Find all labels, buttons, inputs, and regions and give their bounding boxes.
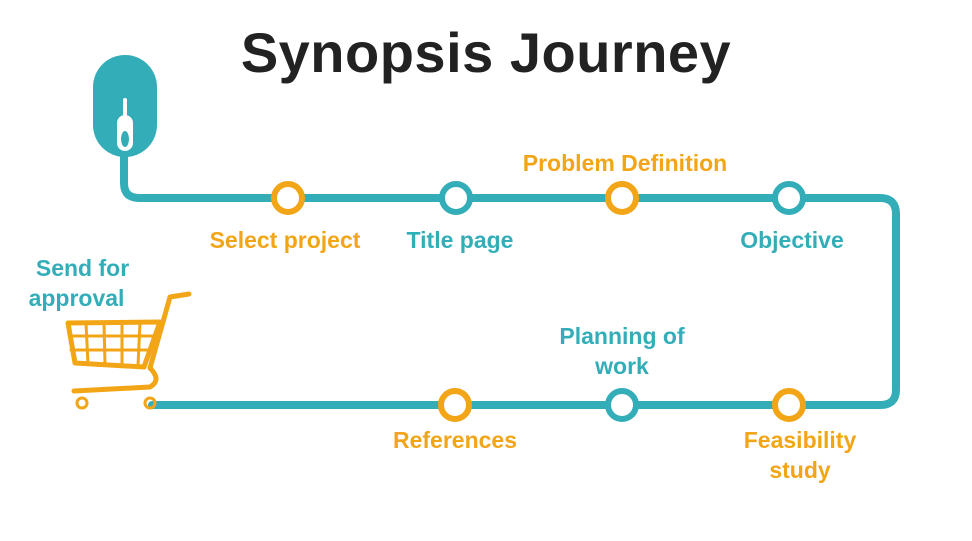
step-label-select-project: Select project xyxy=(209,227,361,253)
step-label-feasibility-line2: study xyxy=(769,457,831,483)
step-label-planning-of-work: Planning of work xyxy=(532,321,712,381)
step-node-planning-of-work xyxy=(605,388,639,422)
step-node-select-project xyxy=(271,181,305,215)
step-label-planning-line2: work xyxy=(595,353,649,379)
step-label-planning-line1: Planning of xyxy=(559,323,685,349)
step-label-references: References xyxy=(392,427,518,453)
computer-mouse-icon xyxy=(93,55,157,157)
step-node-objective xyxy=(772,181,806,215)
step-node-references xyxy=(438,388,472,422)
journey-path-line xyxy=(120,146,900,409)
step-label-problem-definition: Problem Definition xyxy=(522,150,728,176)
step-label-objective: Objective xyxy=(740,227,844,253)
step-node-problem-definition xyxy=(605,181,639,215)
end-label-send-for-approval: Send for approval xyxy=(10,253,155,313)
step-node-title-page xyxy=(439,181,473,215)
step-label-feasibility-line1: Feasibility xyxy=(743,427,857,453)
step-label-feasibility-study: Feasibility study xyxy=(720,425,880,485)
shopping-cart-icon xyxy=(65,291,192,410)
end-label-line2: approval xyxy=(28,285,125,311)
step-node-feasibility-study xyxy=(772,388,806,422)
page-title: Synopsis Journey xyxy=(240,21,732,84)
step-label-title-page: Title page xyxy=(406,227,514,253)
end-label-line1: Send for xyxy=(35,255,130,281)
